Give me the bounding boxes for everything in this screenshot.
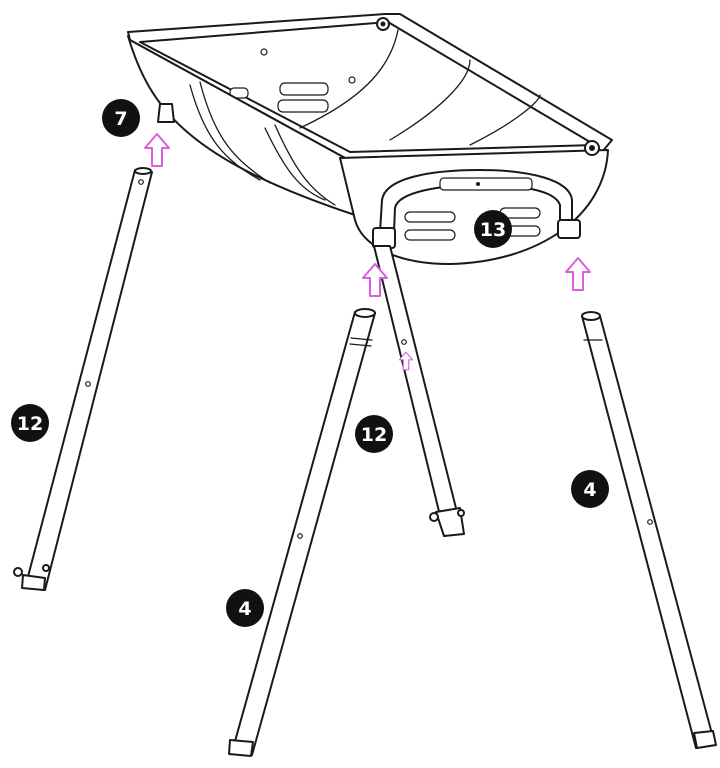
side-rib — [199, 81, 271, 184]
callout-label: 12 — [361, 424, 387, 446]
leg-foot-bolt — [13, 567, 23, 577]
callout-badge-leg-front: 4 — [226, 589, 264, 627]
callout-label: 12 — [17, 413, 43, 435]
basin-vent — [229, 87, 249, 99]
callout-badge-grill-bracket: 7 — [102, 99, 140, 137]
leg-collar — [349, 343, 372, 347]
basin-rib — [299, 29, 399, 129]
leg-center — [373, 245, 465, 537]
leg-front — [228, 308, 376, 757]
callout-badge-leg-center: 12 — [355, 415, 393, 453]
leg-top-cap — [581, 311, 601, 321]
leg-foot — [21, 574, 46, 591]
callout-badge-leg-right: 4 — [571, 470, 609, 508]
leg-top-cap — [134, 167, 152, 175]
end-vent — [404, 211, 456, 223]
basin-rib — [469, 94, 541, 146]
leg-end-cap — [693, 730, 717, 749]
leg-collar — [350, 337, 373, 341]
handle-grip — [439, 177, 533, 191]
leg-tube — [24, 169, 153, 591]
arrow-up-icon — [144, 133, 170, 167]
side-rib — [264, 127, 326, 201]
leg-bolt-hole — [138, 179, 144, 185]
callout-label: 4 — [238, 598, 251, 620]
arrow-up-icon — [398, 351, 414, 371]
callout-badge-leg-left: 12 — [11, 404, 49, 442]
leg-left — [13, 167, 153, 591]
leg-top-cap — [354, 308, 376, 318]
leg-bolt-hole — [85, 381, 91, 387]
leg-end-cap — [228, 739, 254, 757]
end-vent — [404, 229, 456, 241]
handle-screw — [476, 182, 480, 186]
rim-bolt — [589, 145, 595, 151]
callout-badge-handle: 13 — [474, 210, 512, 248]
basin-vent — [277, 99, 329, 113]
callout-label: 4 — [583, 479, 596, 501]
callout-label: 13 — [480, 219, 506, 241]
leg-foot-bolt — [42, 564, 50, 572]
leg-bolt-hole — [647, 519, 653, 525]
leg-bolt-hole — [297, 533, 303, 539]
leg-tube — [373, 245, 463, 537]
callout-label: 7 — [114, 108, 127, 130]
leg-right — [581, 311, 717, 749]
side-rib — [189, 84, 261, 181]
basin-bolt-hole — [260, 48, 268, 56]
arrow-up-icon — [565, 257, 591, 291]
leg-bolt-hole — [401, 339, 407, 345]
leg-foot — [435, 507, 465, 537]
basin-bolt-hole — [348, 76, 356, 84]
leg-socket — [557, 219, 581, 239]
basin-rib — [389, 59, 471, 141]
basin-vent — [279, 82, 329, 96]
grill-bracket — [157, 103, 175, 123]
leg-tube — [231, 311, 376, 756]
side-rib — [274, 124, 336, 206]
rim-bolt — [380, 21, 386, 27]
arrow-up-icon — [362, 263, 388, 297]
grill-body — [127, 13, 613, 265]
leg-foot-bolt — [457, 509, 465, 517]
leg-tube — [581, 315, 716, 749]
leg-foot-bolt — [429, 512, 439, 522]
